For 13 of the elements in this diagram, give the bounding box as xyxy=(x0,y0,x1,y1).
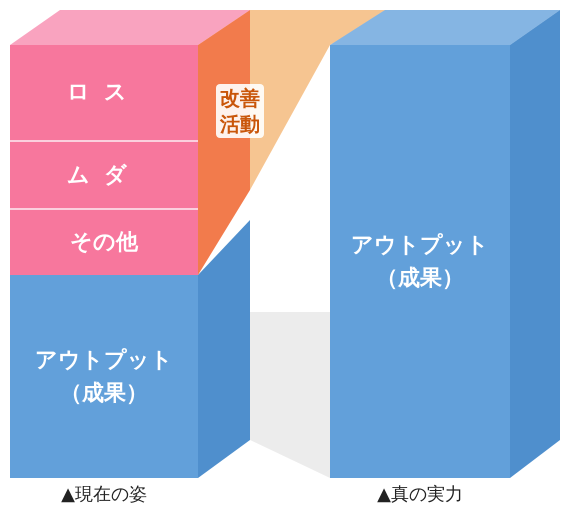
activity-label: 改善活動 xyxy=(216,84,264,138)
caption-text: ▲現在の姿 xyxy=(60,483,148,506)
box-label: その他 xyxy=(70,229,138,257)
caption-text: ▲真の実力 xyxy=(376,483,464,506)
category-box xyxy=(10,208,198,275)
box-label: アウトプット（成果） xyxy=(34,346,174,408)
output-box xyxy=(330,45,510,478)
box-label: ムダ xyxy=(67,162,141,190)
box-label: アウトプット（成果） xyxy=(350,232,490,292)
box-label: ロス xyxy=(67,79,141,107)
category-box xyxy=(10,45,198,140)
output-box xyxy=(10,275,198,478)
category-box xyxy=(10,140,198,208)
